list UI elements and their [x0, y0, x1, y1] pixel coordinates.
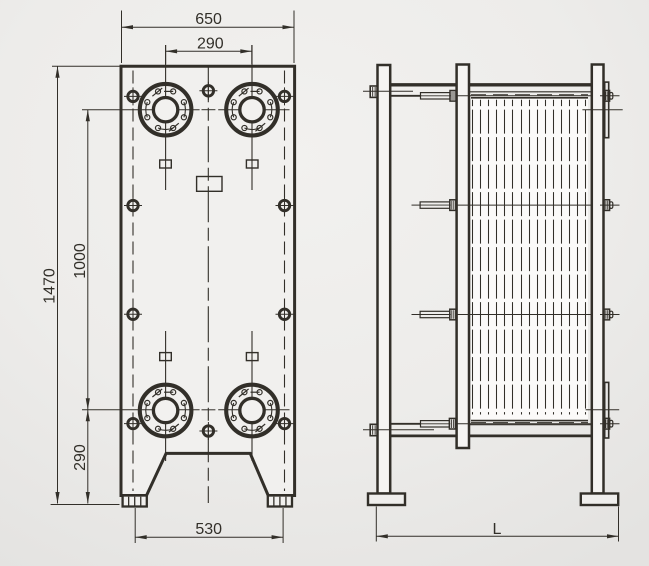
svg-text:L: L	[493, 521, 502, 538]
svg-text:530: 530	[195, 521, 222, 538]
svg-text:290: 290	[197, 35, 224, 52]
svg-text:1000: 1000	[72, 243, 89, 279]
svg-text:290: 290	[72, 444, 89, 471]
svg-text:1470: 1470	[42, 268, 59, 304]
svg-text:650: 650	[195, 11, 222, 28]
